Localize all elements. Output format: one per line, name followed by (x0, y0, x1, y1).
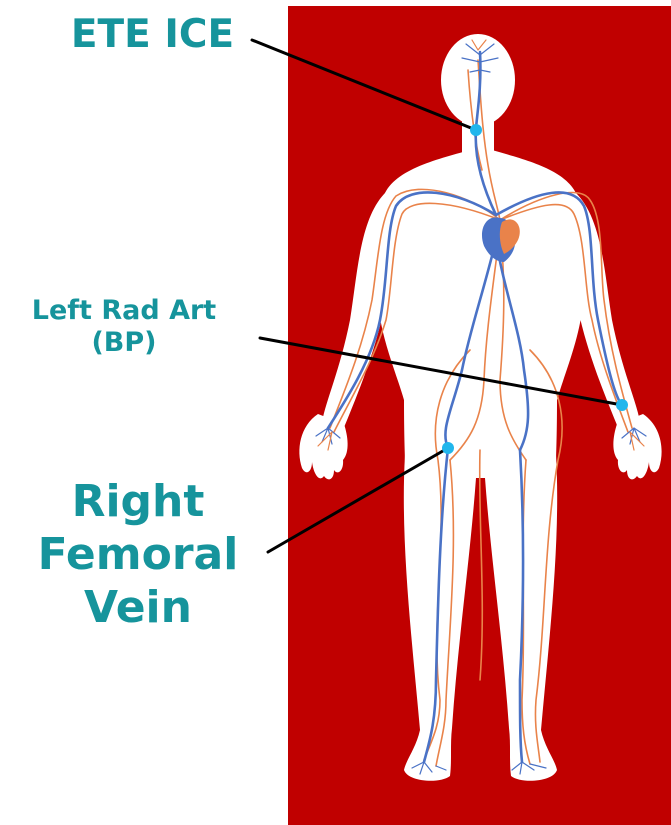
label-right-femoral-vein-line-3: Vein (28, 582, 248, 635)
label-left-rad-art: Left Rad Art (BP) (6, 295, 242, 360)
label-left-rad-art-line-2: (BP) (6, 327, 242, 359)
label-left-rad-art-line-1: Left Rad Art (6, 295, 242, 327)
marker-left-rad-art (616, 399, 628, 411)
label-right-femoral-vein: Right Femoral Vein (28, 476, 248, 634)
label-ete-ice: ETE ICE (60, 12, 245, 59)
label-right-femoral-vein-line-2: Femoral (28, 529, 248, 582)
marker-ete-ice (470, 124, 482, 136)
label-right-femoral-vein-line-1: Right (28, 476, 248, 529)
marker-right-femoral-vein (442, 442, 454, 454)
